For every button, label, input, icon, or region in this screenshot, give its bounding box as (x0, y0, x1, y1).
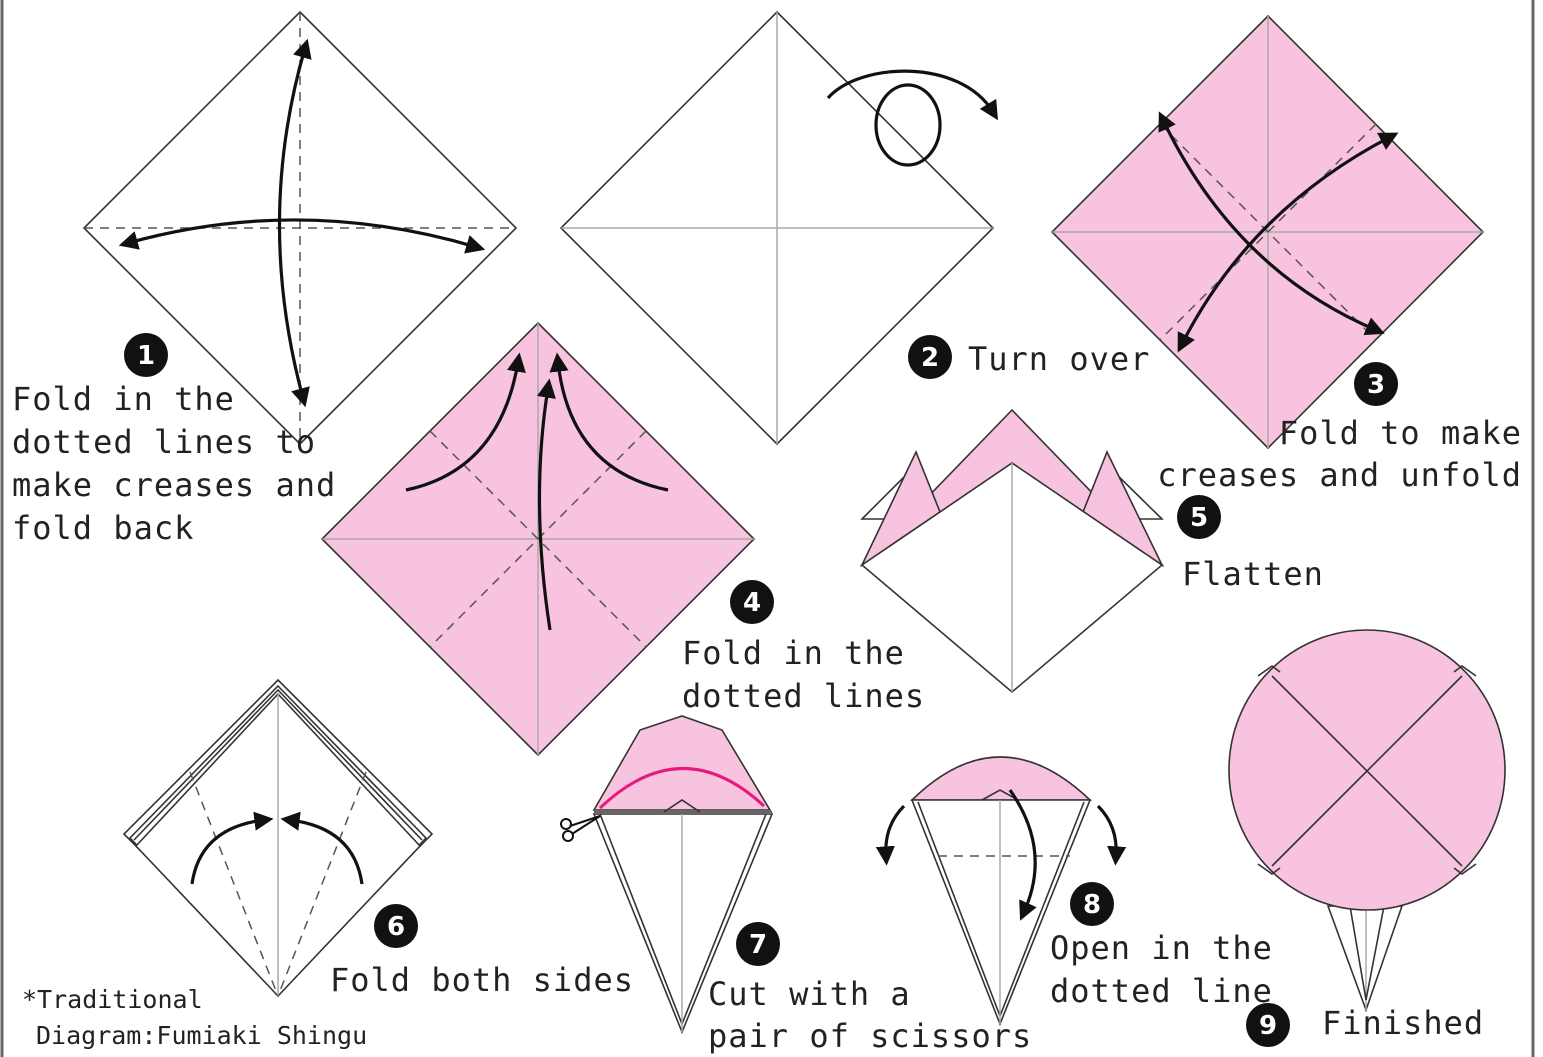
step-6-number: 6 (387, 912, 405, 942)
credit-line-2: Diagram:Fumiaki Shingu (36, 1021, 367, 1050)
step-4-caption-line-1: Fold in the (682, 634, 905, 672)
step-8-arrow-left (886, 806, 904, 856)
step-3-caption-line-2: creases and unfold (1157, 456, 1522, 494)
step-8-caption-line-1: Open in the (1050, 929, 1273, 967)
step-9-caption: Finished (1322, 1004, 1484, 1042)
step-9-number-badge: 9 (1246, 1003, 1290, 1047)
step-7-number-badge: 7 (736, 922, 780, 966)
step-1-caption-line-4: fold back (12, 509, 194, 547)
step-6-caption: Fold both sides (330, 961, 634, 999)
credit-line-1: *Traditional (22, 985, 203, 1014)
step-2-number: 2 (921, 343, 939, 373)
step-6-figure (124, 680, 432, 996)
scissors-icon (561, 816, 600, 841)
step-8-arrow-right (1098, 806, 1116, 856)
step-2-caption: Turn over (968, 340, 1150, 378)
step-3-caption-line-1: Fold to make (1279, 414, 1522, 452)
step-2-figure (561, 12, 993, 444)
step-8-caption-line-2: dotted line (1050, 972, 1273, 1010)
step-7-caption-line-1: Cut with a (708, 975, 911, 1013)
step-1-number: 1 (137, 341, 155, 371)
step-5-number-badge: 5 (1177, 495, 1221, 539)
step-5-caption: Flatten (1182, 555, 1324, 593)
step-4-number-badge: 4 (730, 580, 774, 624)
step-1-caption-line-3: make creases and (12, 466, 336, 504)
step-3-number-badge: 3 (1354, 362, 1398, 406)
step-7-caption-line-2: pair of scissors (708, 1017, 1032, 1055)
step-4-number: 4 (743, 588, 761, 618)
step-5-number: 5 (1190, 503, 1208, 533)
step-1-caption-line-2: dotted lines to (12, 423, 316, 461)
step-5-figure (862, 410, 1162, 692)
step-2-number-badge: 2 (908, 335, 952, 379)
step-3-number: 3 (1367, 370, 1385, 400)
step-8-number: 8 (1083, 890, 1101, 920)
step-8-number-badge: 8 (1070, 882, 1114, 926)
step-9-number: 9 (1259, 1011, 1277, 1041)
step-1-number-badge: 1 (124, 333, 168, 377)
step-1-caption-line-1: Fold in the (12, 380, 235, 418)
step-6-number-badge: 6 (374, 904, 418, 948)
step-3-figure (1052, 16, 1483, 448)
step-7-number: 7 (749, 930, 767, 960)
step-4-caption-line-2: dotted lines (682, 677, 925, 715)
